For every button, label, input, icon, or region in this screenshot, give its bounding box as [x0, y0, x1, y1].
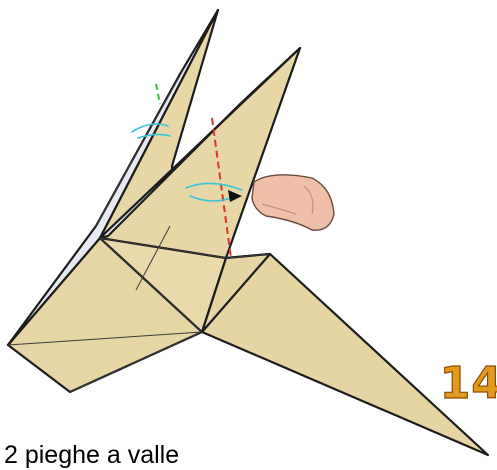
finger-icon — [252, 175, 334, 230]
step-number: 14 — [440, 362, 497, 406]
paper-upper-right-flap — [100, 48, 300, 258]
paper-model — [8, 10, 488, 455]
secondary-fold-mark — [156, 84, 160, 104]
step-caption: 2 pieghe a valle — [4, 440, 179, 470]
